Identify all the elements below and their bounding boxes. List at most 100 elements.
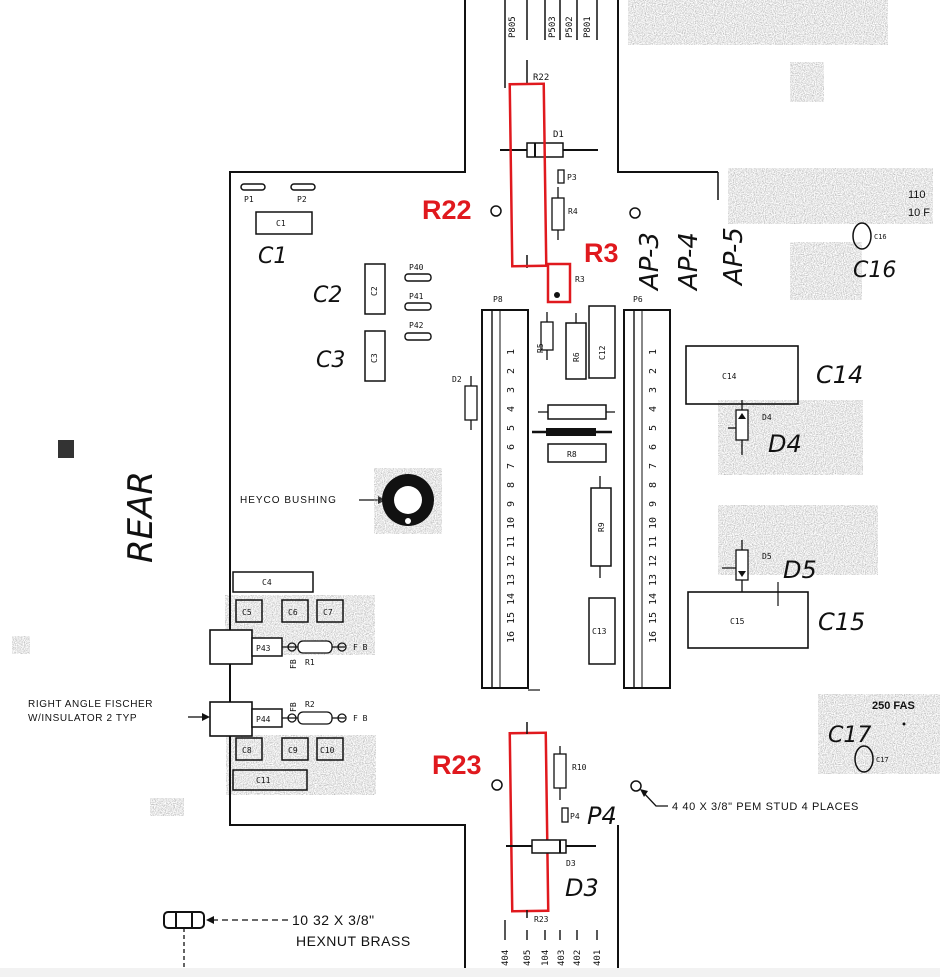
mount-hole-pem [630, 780, 642, 792]
pin-p8-7: 7 [506, 463, 517, 469]
resistor-r4 [551, 187, 565, 240]
bottom-connector-label-1: 405 [523, 950, 533, 966]
diode-d5 [722, 540, 749, 592]
pad-p3 [557, 169, 565, 184]
pin-p8-10: 10 [506, 517, 517, 529]
mount-hole-top-right [629, 207, 641, 219]
silk-c14: C14 [722, 372, 737, 381]
hand-c3: C3 [316, 348, 345, 373]
silk-c4: C4 [262, 578, 272, 587]
silk-r5: R5 [536, 343, 545, 353]
hexnut-drawing [163, 911, 205, 929]
silk-p43: P43 [256, 644, 271, 653]
silk-c10: C10 [320, 746, 335, 755]
pin-p6-12: 12 [648, 555, 659, 567]
r23-highlight-box [508, 731, 550, 913]
r3-highlight-box [546, 262, 572, 304]
silk-p4: P4 [570, 812, 580, 821]
hexnut-arrow [206, 916, 214, 924]
hand-c16: C16 [853, 258, 896, 283]
silk-r1: R1 [305, 658, 315, 667]
silk-c8: C8 [242, 746, 252, 755]
pin-p6-4: 4 [648, 406, 659, 412]
cap-c3 [364, 330, 386, 382]
bottom-connector-label-4: 402 [573, 950, 583, 966]
pad-p2 [290, 183, 316, 191]
callout-r23: R23 [432, 750, 482, 780]
note-hexnut-1: 10 32 X 3/8" [292, 912, 375, 928]
note-heyco: HEYCO BUSHING [240, 495, 337, 506]
hand-d5: D5 [783, 556, 817, 584]
edge-110: 110 [908, 189, 926, 201]
header-p6 [623, 309, 671, 689]
pin-p8-4: 4 [506, 406, 517, 412]
cap-c12 [588, 305, 616, 379]
cap-c14 [685, 345, 799, 405]
pin-p8-3: 3 [506, 387, 517, 393]
silk-r10: R10 [572, 763, 587, 772]
cap-c10 [316, 737, 344, 761]
top-connector-label-0: P805 [508, 16, 518, 38]
silk-d4: D4 [762, 413, 772, 422]
cap-c11 [232, 769, 308, 791]
note-fischer-1: RIGHT ANGLE FISCHER [28, 699, 153, 710]
pad-p40 [404, 273, 432, 282]
silk-c11: C11 [256, 776, 271, 785]
silk-p1: P1 [244, 195, 254, 204]
callout-r3: R3 [584, 238, 619, 268]
silk-r2: R2 [305, 700, 315, 709]
cap-c17 [854, 745, 874, 773]
cap-c7 [316, 599, 344, 623]
cap-c6 [281, 599, 309, 623]
cap-c15 [687, 591, 809, 649]
silk-d1: D1 [553, 130, 564, 140]
silk-fb-a: FB [289, 659, 298, 669]
pin-p8-12: 12 [506, 555, 517, 567]
pem-leader [640, 789, 668, 807]
r3-pad [554, 292, 560, 298]
fischer-arrow [202, 713, 210, 721]
heyco-bushing-hole [394, 486, 422, 514]
mount-hole-r23 [491, 779, 503, 791]
pin-p8-9: 9 [506, 501, 517, 507]
pin-p8-5: 5 [506, 425, 517, 431]
resistor-r9 [590, 476, 612, 578]
pin-p6-5: 5 [648, 425, 659, 431]
pin-p6-1: 1 [648, 349, 659, 355]
silk-r9: R9 [597, 522, 606, 532]
pem-arrow [640, 789, 648, 797]
r22-highlight-box [508, 82, 548, 268]
pad-p4 [561, 807, 569, 823]
top-connector-labels: P805 P503 P502 P801 [508, 16, 593, 38]
silk-p42: P42 [409, 321, 424, 330]
pin-p6-16: 16 [648, 631, 659, 643]
cap-c16 [852, 222, 872, 250]
pin-p6-7: 7 [648, 463, 659, 469]
pin-p6-8: 8 [648, 482, 659, 488]
board-outline [229, 0, 718, 977]
top-connector-label-2: P502 [565, 16, 575, 38]
hand-c15: C15 [818, 608, 865, 636]
top-connector-label-3: P801 [583, 16, 593, 38]
top-connector-traces [504, 0, 598, 88]
pin-p8-11: 11 [506, 536, 517, 548]
silk-p3: P3 [567, 173, 577, 182]
cap-c8 [235, 737, 263, 761]
silk-d5: D5 [762, 552, 772, 561]
pin-p8-6: 6 [506, 444, 517, 450]
pin-p8-8: 8 [506, 482, 517, 488]
fischer-connector-1 [209, 629, 253, 665]
pin-p8-2: 2 [506, 368, 517, 374]
hand-c1: C1 [258, 244, 287, 269]
silk-r3: R3 [575, 275, 585, 284]
silk-p40: P40 [409, 263, 424, 272]
silk-p44: P44 [256, 715, 271, 724]
pin-p6-2: 2 [648, 368, 659, 374]
cap-c2 [364, 263, 386, 315]
diode-d3 [506, 839, 596, 854]
pin-p8-1: 1 [506, 349, 517, 355]
resistor-r7 [538, 404, 615, 420]
silk-c1: C1 [276, 219, 286, 228]
note-hexnut-2: HEXNUT BRASS [296, 933, 411, 949]
